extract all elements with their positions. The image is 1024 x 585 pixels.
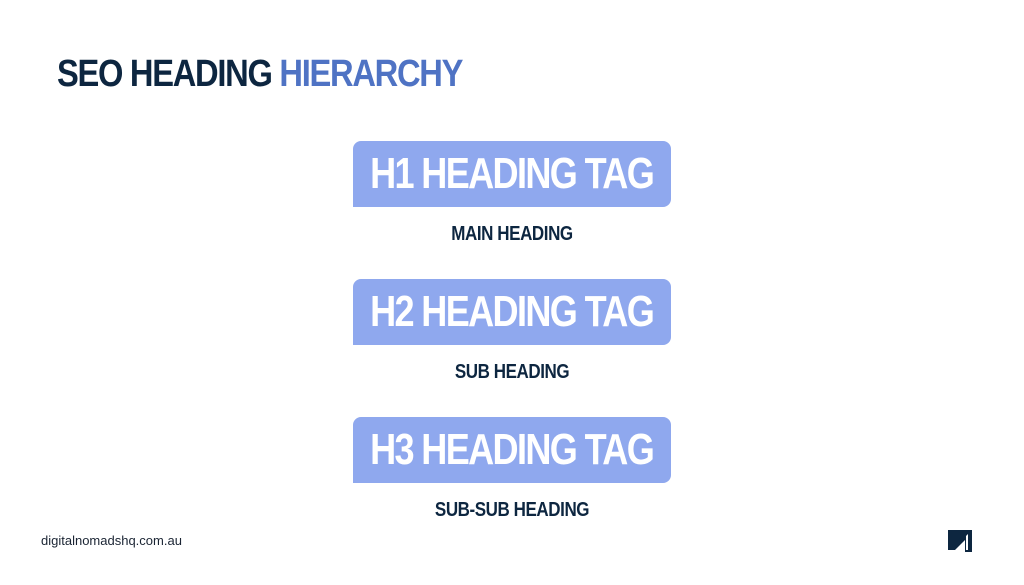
h3-tag-pill: H3 HEADING TAG: [353, 417, 671, 483]
title-part-highlight: HIERARCHY: [279, 53, 463, 95]
h1-tag-block: H1 HEADING TAG MAIN HEADING: [353, 141, 671, 246]
footer-url: digitalnomadshq.com.au: [41, 533, 182, 548]
h3-tag-block: H3 HEADING TAG SUB-SUB HEADING: [353, 417, 671, 522]
h1-tag-pill: H1 HEADING TAG: [353, 141, 671, 207]
h1-tag-label: H1 HEADING TAG: [370, 149, 655, 198]
h2-tag-label: H2 HEADING TAG: [370, 287, 655, 336]
h3-tag-caption: SUB-SUB HEADING: [434, 499, 590, 521]
h2-tag-block: H2 HEADING TAG SUB HEADING: [353, 279, 671, 384]
paper-plane-logo-icon: [948, 530, 972, 552]
title-part-primary: SEO HEADING: [57, 53, 273, 95]
h1-tag-caption: MAIN HEADING: [451, 223, 573, 245]
h3-tag-label: H3 HEADING TAG: [370, 425, 655, 474]
page-title: SEO HEADING HIERARCHY: [57, 52, 463, 96]
h2-tag-caption: SUB HEADING: [454, 361, 570, 383]
h2-tag-pill: H2 HEADING TAG: [353, 279, 671, 345]
